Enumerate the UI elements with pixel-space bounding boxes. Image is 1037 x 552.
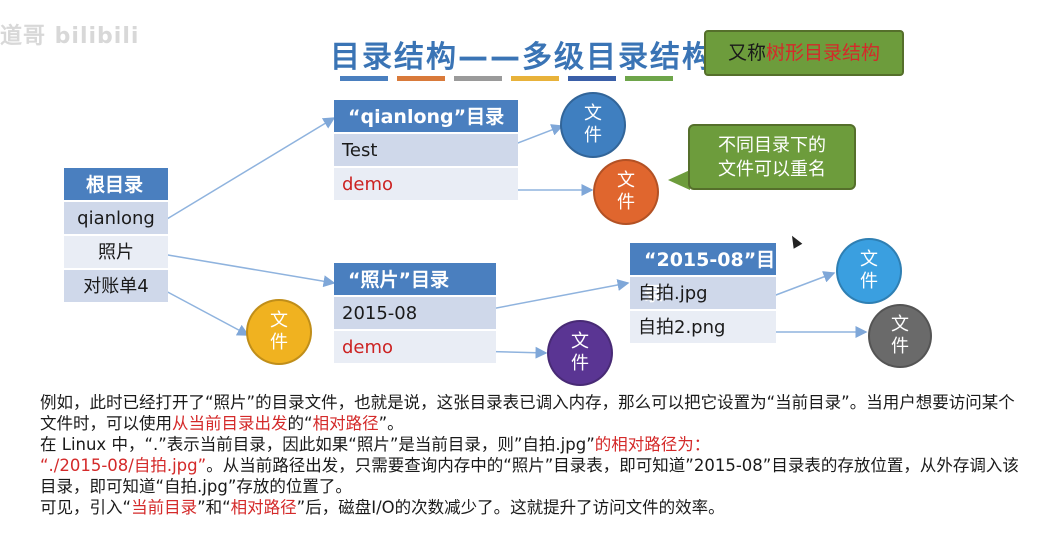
- explanation-text: 例如，此时已经打开了“照片”的目录文件，也就是说，这张目录表已调入内存，那么可以…: [40, 392, 1020, 518]
- p3-text: 。从当前路径出发，只需要查询内存中的“照片”目录表，即可知道”2015-08”目…: [40, 456, 1019, 496]
- arrow-root-to-photo: [161, 253, 336, 288]
- p2-text: 在 Linux 中，“.”表示当前目录，因此如果“照片”是当前目录，则”自拍.j…: [40, 435, 595, 454]
- file-label-top: 文: [860, 249, 878, 270]
- qianlong-row-test: Test: [334, 134, 518, 168]
- paragraph-1: 例如，此时已经打开了“照片”的目录文件，也就是说，这张目录表已调入内存，那么可以…: [40, 392, 1020, 434]
- qianlong-row-demo: demo: [334, 168, 518, 202]
- title-underline-stripes: [340, 76, 680, 81]
- file-node-selfie2: 文 件: [868, 304, 932, 368]
- p3-path: “./2015-08/自拍.jpg”: [40, 456, 207, 475]
- arrow-201508-to-dir: [469, 279, 630, 314]
- file-label-bottom: 件: [891, 336, 909, 357]
- arrow-root-to-qianlong: [161, 117, 336, 223]
- p1-end: ”。: [378, 414, 404, 433]
- file-label-bottom: 件: [617, 192, 635, 213]
- file-node-test: 文 件: [560, 92, 626, 158]
- file-node-root-statement: 文 件: [246, 299, 312, 365]
- file-label-top: 文: [617, 170, 635, 191]
- file-label-top: 文: [270, 310, 288, 331]
- arrow-selfie-to-file: [767, 271, 836, 299]
- p4-a: 可见，引入“: [40, 498, 132, 517]
- callout-prefix: 又称: [727, 42, 766, 64]
- file-label-top: 文: [584, 103, 602, 124]
- dir-201508-table: “2015-08”目录 自拍.jpg 自拍2.png: [630, 243, 776, 345]
- dir-201508-header: “2015-08”目录: [630, 243, 776, 305]
- file-label-bottom: 件: [584, 125, 602, 146]
- p4-highlight-current-dir: 当前目录: [131, 498, 198, 517]
- stripe-1: [340, 76, 388, 81]
- p1-highlight-from-current: 从当前目录出发: [172, 414, 288, 433]
- file-label-bottom: 件: [571, 353, 589, 374]
- stripe-5: [568, 76, 616, 81]
- root-row-statement: 对账单4: [64, 270, 168, 304]
- dir-201508-row-selfie: 自拍.jpg: [630, 277, 776, 311]
- p4-highlight-relative-path: 相对路径: [230, 498, 297, 517]
- root-row-photos: 照片: [64, 236, 168, 270]
- qianlong-directory-table: “qianlong”目录 Test demo: [334, 100, 518, 202]
- p4-c: ”后，磁盘I/O的次数减少了。这就提升了访问文件的效率。: [296, 498, 725, 517]
- file-node-demo-qianlong: 文 件: [593, 159, 659, 225]
- photo-directory-table: “照片”目录 2015-08 demo: [334, 263, 496, 365]
- stripe-3: [454, 76, 502, 81]
- watermark: 道哥 bilibili: [0, 24, 140, 49]
- root-directory-header: 根目录: [64, 168, 168, 202]
- callout-tail: [668, 170, 690, 190]
- paragraph-3: “./2015-08/自拍.jpg”。从当前路径出发，只需要查询内存中的“照片”…: [40, 455, 1020, 497]
- qianlong-directory-header: “qianlong”目录: [334, 100, 518, 134]
- root-directory-table: 根目录 qianlong 照片 对账单4: [64, 168, 168, 304]
- paragraph-4: 可见，引入“当前目录”和“相对路径”后，磁盘I/O的次数减少了。这就提升了访问文…: [40, 497, 1020, 518]
- slide-title: 目录结构——多级目录结构: [330, 40, 714, 75]
- p1-mid: 的“: [287, 414, 313, 433]
- root-row-qianlong: qianlong: [64, 202, 168, 236]
- file-label-top: 文: [891, 314, 909, 335]
- file-node-selfie: 文 件: [836, 238, 902, 304]
- file-label-bottom: 件: [860, 271, 878, 292]
- photo-row-201508: 2015-08: [334, 297, 496, 331]
- file-label-top: 文: [571, 331, 589, 352]
- stripe-2: [397, 76, 445, 81]
- arrow-root-to-file: [161, 288, 250, 336]
- photo-directory-header: “照片”目录: [334, 263, 496, 297]
- dir-201508-row-selfie2: 自拍2.png: [630, 311, 776, 345]
- callout-highlight: 树形目录结构: [766, 42, 881, 64]
- p4-b: ”和“: [197, 498, 231, 517]
- paragraph-2: 在 Linux 中，“.”表示当前目录，因此如果“照片”是当前目录，则”自拍.j…: [40, 434, 1020, 455]
- file-label-bottom: 件: [270, 332, 288, 353]
- photo-row-demo: demo: [334, 331, 496, 365]
- p2-highlight: 的相对路径为：: [594, 435, 711, 454]
- p1-text: 例如，此时已经打开了“照片”的目录文件，也就是说，这张目录表已调入内存，那么可以…: [40, 393, 1015, 433]
- same-name-callout: 不同目录下的 文件可以重名: [688, 124, 856, 190]
- p1-highlight-relative-path: 相对路径: [312, 414, 379, 433]
- stripe-4: [511, 76, 559, 81]
- callout-line-1: 不同目录下的: [718, 135, 826, 156]
- stripe-6: [625, 76, 673, 81]
- callout-line-2: 文件可以重名: [718, 159, 826, 180]
- file-node-demo-photo: 文 件: [547, 320, 613, 386]
- tree-structure-callout: 又称树形目录结构: [704, 30, 904, 76]
